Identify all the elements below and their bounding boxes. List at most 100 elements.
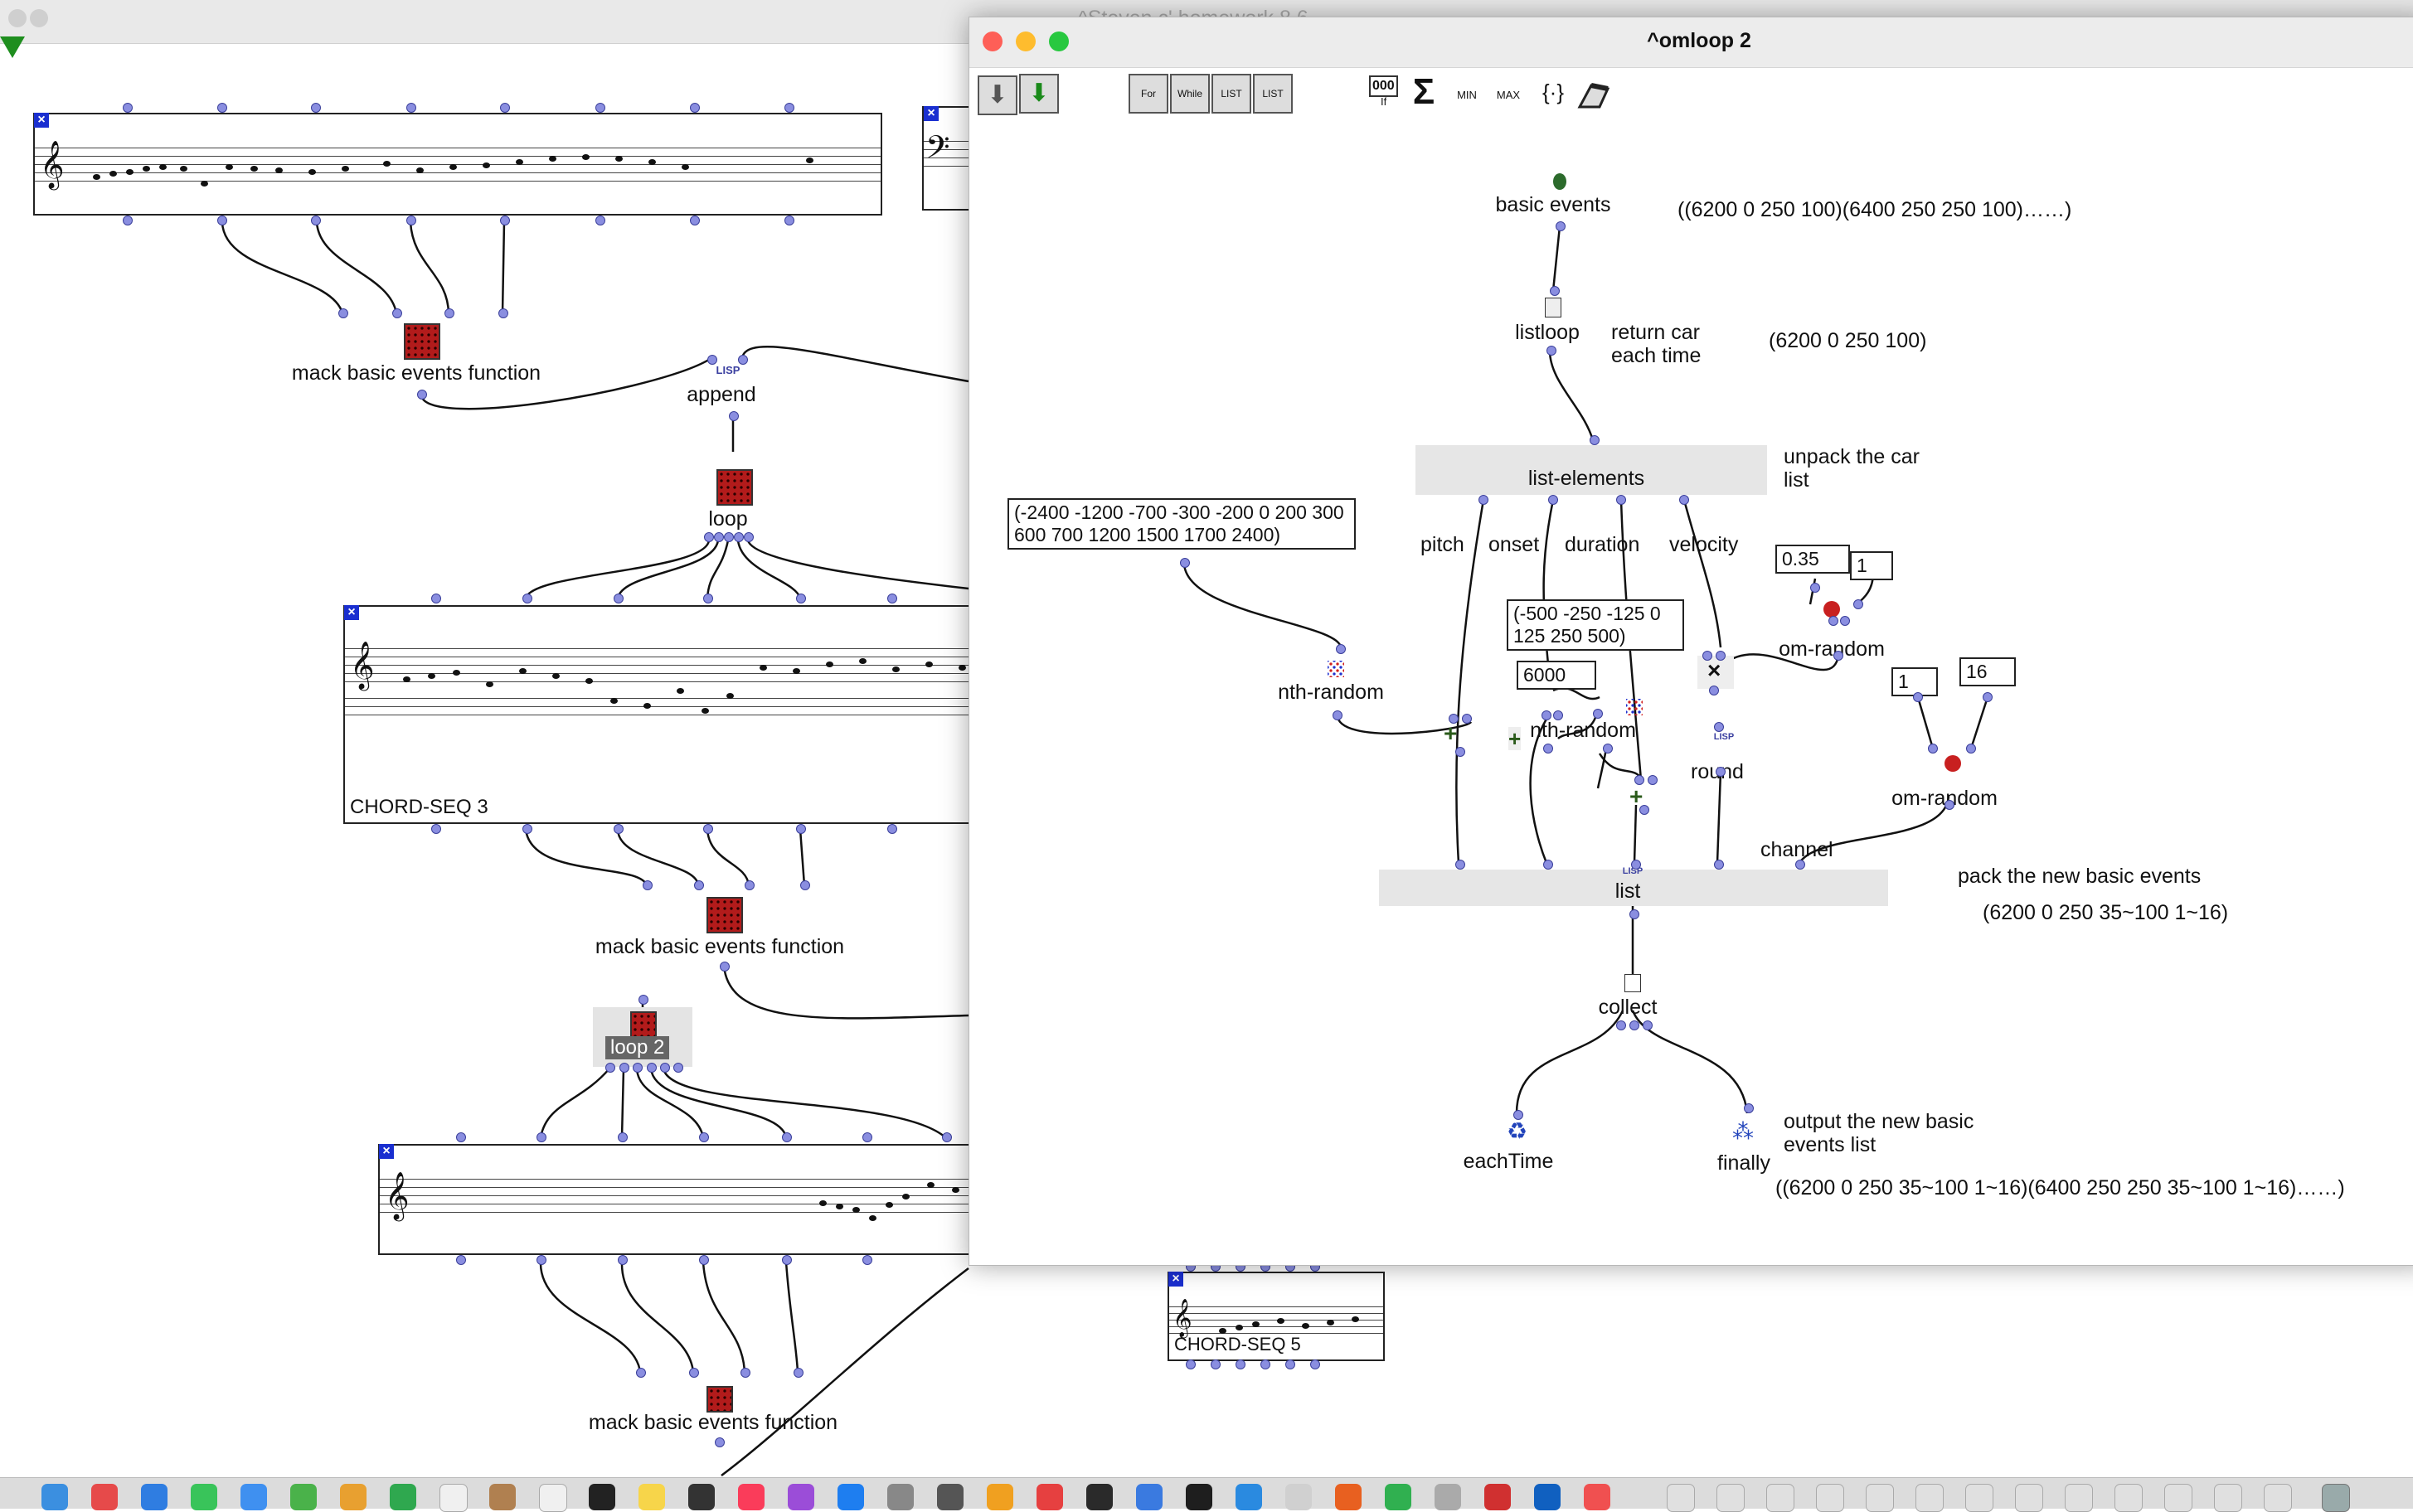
append-box[interactable]: append [687,383,756,406]
dock-app-icon-4[interactable] [1086,1484,1113,1510]
dock-app-icon-8[interactable] [1385,1484,1411,1510]
settings-icon[interactable] [887,1484,914,1510]
chord-seq-5-editor[interactable]: 𝄞 CHORD-SEQ 5 [1168,1272,1385,1361]
dock-doc-icon-5[interactable] [1866,1484,1894,1512]
select-x-icon-2[interactable]: × [924,106,939,121]
dock-app-icon-9[interactable] [1435,1484,1461,1510]
while-loop-button[interactable]: While [1170,74,1210,114]
plus-icon[interactable]: + [1444,720,1458,746]
plus-icon-duration[interactable]: + [1629,783,1643,809]
bg-close-button[interactable] [8,9,27,27]
loop-patch-icon[interactable] [716,469,753,506]
abstraction-patch-icon-2[interactable] [706,897,743,933]
select-x-icon-4[interactable]: × [379,1144,394,1159]
dock-app-icon-5[interactable] [1136,1484,1163,1510]
finally-output[interactable]: finally [1717,1151,1770,1175]
trash-icon[interactable] [2322,1484,2350,1512]
dock-app-icon-10[interactable] [1484,1484,1511,1510]
appletv-icon[interactable] [688,1484,715,1510]
dock-app-icon-2[interactable] [987,1484,1013,1510]
up-arrow-icon[interactable]: ⬇ [978,75,1017,115]
basic-events-input[interactable]: basic events [1495,193,1611,216]
sum-button[interactable]: Σ [1412,71,1435,112]
voice-editor-3[interactable]: 𝄞 [378,1144,995,1255]
nth-random-1[interactable]: nth-random [1278,681,1384,704]
multiply-box[interactable] [1697,656,1734,689]
channel-min-value[interactable]: 1 [1891,667,1938,696]
dock-app-icon-3[interactable] [1037,1484,1063,1510]
podcasts-icon[interactable] [788,1484,814,1510]
channel-max-value[interactable]: 16 [1959,657,2016,686]
dock-app-icon-6[interactable] [1285,1484,1312,1510]
safari-icon[interactable] [141,1484,168,1510]
mail-icon[interactable] [240,1484,267,1510]
dock-app-icon-11[interactable] [1534,1484,1561,1510]
input-icon[interactable] [1553,173,1566,190]
velocity-max-value[interactable]: 1 [1850,551,1893,580]
app-store-icon[interactable] [838,1484,864,1510]
velocity-min-value[interactable]: 0.35 [1775,545,1850,574]
dock-doc-icon-9[interactable] [2065,1484,2093,1512]
calendar-icon[interactable] [439,1484,468,1512]
pitch-list-value[interactable]: (-2400 -1200 -700 -300 -200 0 200 300 60… [1007,498,1356,550]
dock-app-icon-1[interactable] [937,1484,964,1510]
each-time-output[interactable]: eachTime [1463,1150,1554,1173]
finder-icon[interactable] [41,1484,68,1510]
onset-value[interactable]: 6000 [1517,661,1596,690]
collect-button[interactable]: {·} [1542,80,1565,104]
mack-function-label-3[interactable]: mack basic events function [588,1411,838,1434]
loop-2-label[interactable]: loop 2 [605,1036,670,1059]
photos-icon[interactable] [340,1484,367,1510]
omloop-window[interactable]: ^omloop 2 ⬇ ⬇ For While LIST LIST 000 If… [969,17,2413,1266]
list-loop-button[interactable]: LIST [1211,74,1251,114]
mack-function-label-2[interactable]: mack basic events function [595,935,845,958]
eraser-icon[interactable] [1575,77,1611,110]
nth-random-2[interactable]: nth-random [1530,719,1636,742]
vscode-icon[interactable] [1236,1484,1262,1510]
mack-function-label-1[interactable]: mack basic events function [291,361,541,385]
plus-icon-onset[interactable]: + [1508,726,1522,751]
select-x-icon[interactable]: × [34,113,49,128]
max-button[interactable]: MAX [1496,89,1521,101]
collect-box[interactable]: collect [1598,996,1658,1019]
dock-doc-icon-7[interactable] [1965,1484,1993,1512]
notes-icon[interactable] [638,1484,665,1510]
duration-list-value[interactable]: (-500 -250 -125 0 125 250 500) [1507,599,1684,651]
dock-doc-icon-3[interactable] [1766,1484,1794,1512]
loop-label[interactable]: loop [708,507,748,531]
loop-2-patch-icon[interactable] [630,1011,657,1038]
messages-icon[interactable] [191,1484,217,1510]
zoom-button[interactable] [1049,32,1069,51]
close-button[interactable] [983,32,1003,51]
dock-doc-icon-2[interactable] [1716,1484,1745,1512]
contacts-icon[interactable] [489,1484,516,1510]
list-box[interactable] [1379,870,1888,906]
abstraction-patch-icon-3[interactable] [706,1386,733,1413]
listloop-box[interactable]: listloop [1515,321,1580,344]
voice-editor-1[interactable]: 𝄞 [33,113,882,216]
reminders-icon[interactable] [539,1484,567,1512]
om-random-1[interactable]: om-random [1779,637,1885,661]
bg-minimize-button[interactable] [30,9,48,27]
for-loop-button[interactable]: For [1129,74,1168,114]
down-arrow-icon[interactable]: ⬇ [1019,74,1059,114]
music-icon[interactable] [738,1484,765,1510]
on-list-loop-button[interactable]: LIST [1253,74,1293,114]
dock-app-icon-12[interactable] [1584,1484,1610,1510]
dock-doc-icon-6[interactable] [1915,1484,1944,1512]
minimize-button[interactable] [1016,32,1036,51]
counter-button[interactable]: 000 If [1366,75,1404,112]
dock-doc-icon-12[interactable] [2214,1484,2242,1512]
terminal-icon[interactable] [1186,1484,1212,1510]
min-button[interactable]: MIN [1457,89,1477,101]
abstraction-patch-icon[interactable] [404,323,440,360]
dock-app-icon-7[interactable] [1335,1484,1362,1510]
dock-doc-icon-10[interactable] [2114,1484,2143,1512]
facetime-icon[interactable] [390,1484,416,1510]
select-x-icon-5[interactable]: × [1168,1272,1183,1287]
dock-doc-icon-13[interactable] [2264,1484,2292,1512]
list-elements-box[interactable] [1415,445,1767,495]
dock-doc-icon-4[interactable] [1816,1484,1844,1512]
maps-icon[interactable] [290,1484,317,1510]
chord-seq-3-editor[interactable]: 𝄞 CHORD-SEQ 3 [343,605,993,824]
